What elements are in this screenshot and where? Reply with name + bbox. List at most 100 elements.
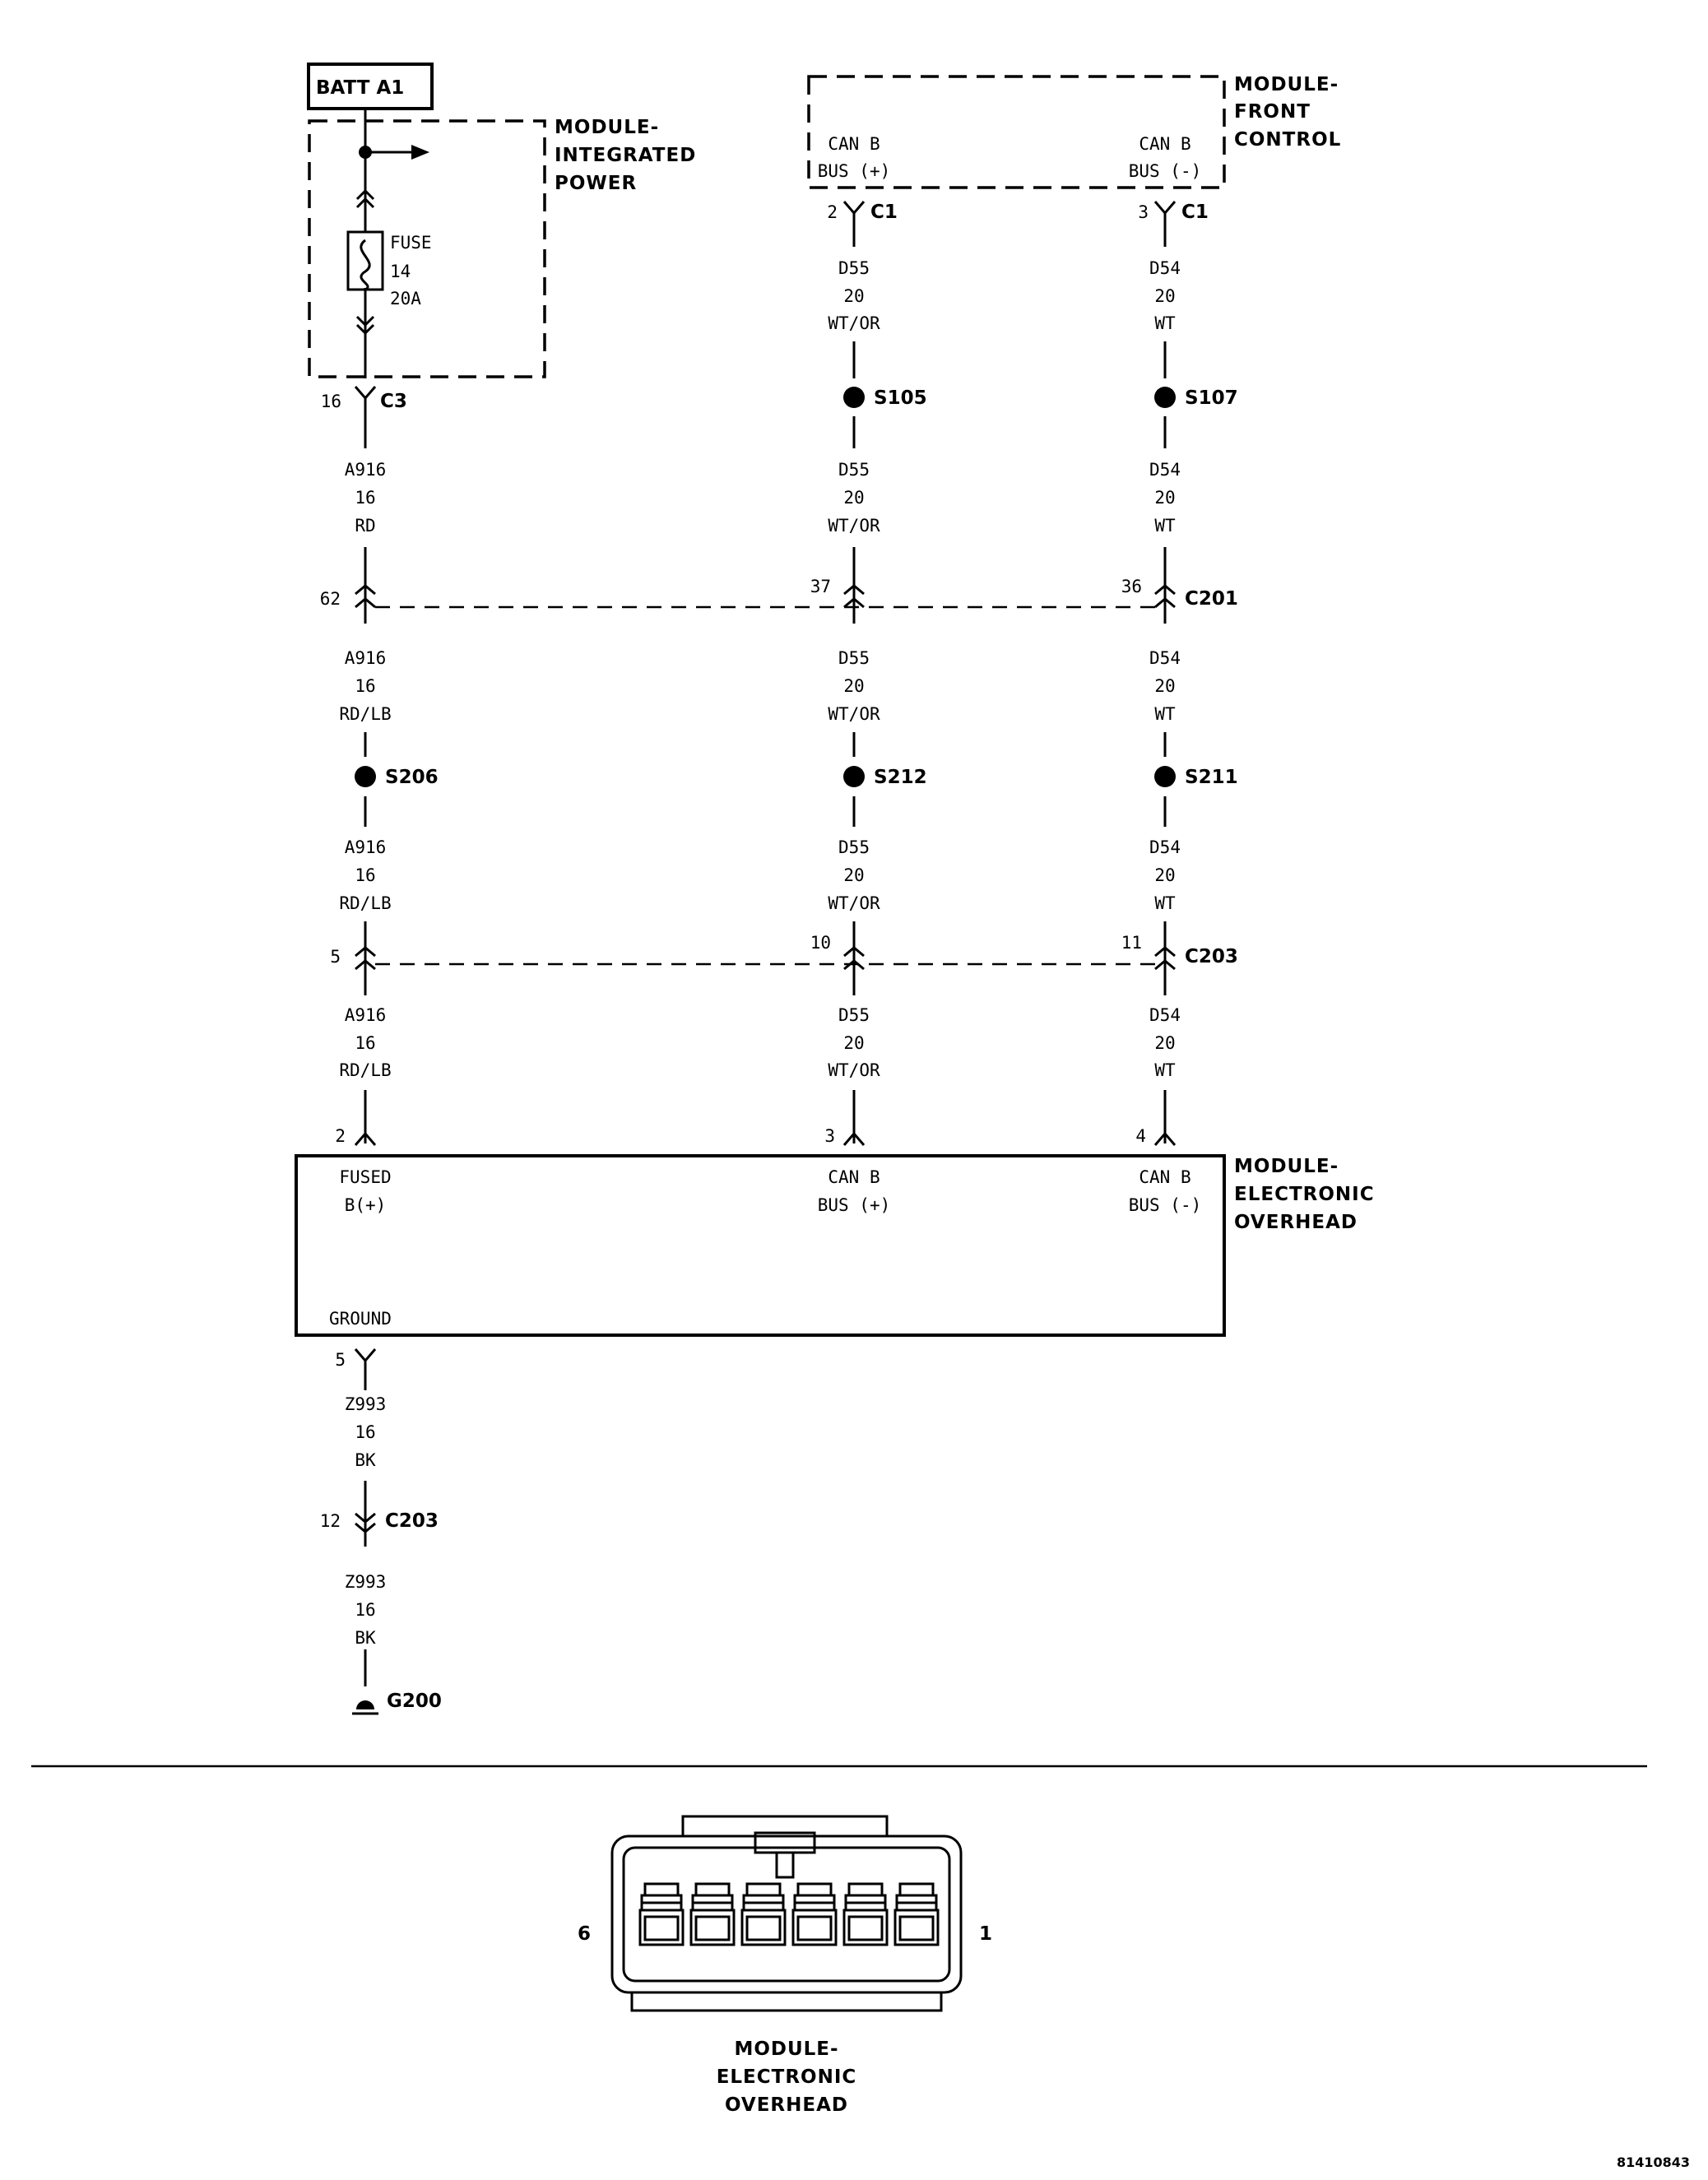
connector-terminal <box>689 1882 736 1946</box>
wire-d54-4-gauge: 20 <box>1154 865 1175 885</box>
ipm-label-1: MODULE- <box>555 117 659 138</box>
eom-can-b-2: BUS (-) <box>1129 1195 1202 1215</box>
eom-label-2: ELECTRONIC <box>1234 1184 1375 1205</box>
connector-terminal <box>893 1882 940 1946</box>
wire-d55-4-color: WT/OR <box>828 893 880 913</box>
eom-pin-b: 3 <box>824 1126 835 1146</box>
wire-d54-3-code: D54 <box>1149 648 1181 668</box>
c201-name: C201 <box>1185 588 1238 610</box>
eom-fused-2: B(+) <box>345 1195 387 1215</box>
wire-a916-2-gauge: 16 <box>355 676 375 696</box>
wire-d55-3-code: D55 <box>838 648 870 668</box>
splice-dot <box>1154 387 1176 408</box>
connector-terminal <box>638 1882 685 1946</box>
splice-s105: S105 <box>874 387 927 409</box>
fcm-label-3: CONTROL <box>1234 129 1341 151</box>
wire-a916-4-gauge: 16 <box>355 1033 375 1053</box>
wire-a916-3-code: A916 <box>345 837 387 857</box>
c201-pin-a: 62 <box>320 589 341 609</box>
c1-name-b: C1 <box>1181 202 1209 223</box>
wire-a916-3-gauge: 16 <box>355 865 375 885</box>
wire-d55-2-gauge: 20 <box>843 488 864 508</box>
splice-s206: S206 <box>385 767 439 788</box>
wire-d54-5-color: WT <box>1154 1060 1176 1080</box>
wire-a916-4-code: A916 <box>345 1005 387 1025</box>
c201-pin-c: 36 <box>1121 577 1142 596</box>
wire-d55-5-color: WT/OR <box>828 1060 880 1080</box>
wire-d55-1-gauge: 20 <box>843 286 864 306</box>
fcm-label-1: MODULE- <box>1234 74 1339 95</box>
wire-d54-3-gauge: 20 <box>1154 676 1175 696</box>
wire-d54-4-code: D54 <box>1149 837 1181 857</box>
wire-z993-1-gauge: 16 <box>355 1422 375 1442</box>
ipm-label-3: POWER <box>555 173 637 194</box>
wire-d54-3-color: WT <box>1154 704 1176 724</box>
connector-label-2: ELECTRONIC <box>717 2066 857 2088</box>
connector-face-view <box>610 1815 963 2012</box>
wire-d55-4-code: D55 <box>838 837 870 857</box>
wire-d54-2-gauge: 20 <box>1154 488 1175 508</box>
c1-pin-a: 2 <box>827 202 838 222</box>
eom-label-1: MODULE- <box>1234 1156 1339 1177</box>
c1-pin-b: 3 <box>1138 202 1149 222</box>
wire-d55-2-code: D55 <box>838 460 870 480</box>
eom-pin-c: 4 <box>1135 1126 1146 1146</box>
c1-name-a: C1 <box>870 202 898 223</box>
wire-d54-2-color: WT <box>1154 516 1176 536</box>
c201-pin-b: 37 <box>810 577 831 596</box>
wire-z993-2-color: BK <box>355 1628 376 1648</box>
fcm-pin-b-name2: BUS (-) <box>1129 161 1202 181</box>
wire-d55-1-code: D55 <box>838 258 870 278</box>
splice-dot <box>355 766 376 787</box>
ipm-label-2: INTEGRATED <box>555 145 696 166</box>
splice-s212: S212 <box>874 767 927 788</box>
eom-fused-1: FUSED <box>339 1167 391 1187</box>
wire-d54-1-gauge: 20 <box>1154 286 1175 306</box>
c203-top-pin-a: 5 <box>330 947 341 967</box>
wire-z993-2-code: Z993 <box>345 1572 387 1592</box>
batt-label: BATT A1 <box>316 77 404 99</box>
splice-dot <box>843 387 865 408</box>
wire-z993-1-code: Z993 <box>345 1394 387 1414</box>
eom-pin-a: 2 <box>335 1126 346 1146</box>
wire-a916-1-code: A916 <box>345 460 387 480</box>
fcm-pin-a-name1: CAN B <box>828 134 880 154</box>
wire-d54-5-gauge: 20 <box>1154 1033 1175 1053</box>
wire-d54-2-code: D54 <box>1149 460 1181 480</box>
eom-ground: GROUND <box>329 1309 392 1329</box>
ground-symbol <box>356 1700 374 1709</box>
eom-can-a-2: BUS (+) <box>818 1195 891 1215</box>
wire-z993-1-color: BK <box>355 1450 376 1470</box>
connector-terminal <box>842 1882 889 1946</box>
eom-can-a-1: CAN B <box>828 1167 880 1187</box>
fcm-label-2: FRONT <box>1234 101 1311 123</box>
fuse-rating: 20A <box>390 289 421 308</box>
c203-bottom-pin: 12 <box>320 1511 341 1531</box>
wire-a916-4-color: RD/LB <box>339 1060 391 1080</box>
wire-d55-3-color: WT/OR <box>828 704 880 724</box>
ground-pin: 5 <box>335 1350 346 1370</box>
fcm-pin-a-name2: BUS (+) <box>818 161 891 181</box>
wire-d54-4-color: WT <box>1154 893 1176 913</box>
splice-s211: S211 <box>1185 767 1238 788</box>
wire-a916-2-color: RD/LB <box>339 704 391 724</box>
connector-pin-left: 6 <box>578 1923 591 1945</box>
splice-dot <box>843 766 865 787</box>
c203-top-pin-c: 11 <box>1121 933 1142 953</box>
splice-dot <box>1154 766 1176 787</box>
connector-label-1: MODULE- <box>734 2039 838 2060</box>
wire-a916-3-color: RD/LB <box>339 893 391 913</box>
c3-pin: 16 <box>321 392 341 411</box>
eom-can-b-1: CAN B <box>1139 1167 1190 1187</box>
wire-a916-2-code: A916 <box>345 648 387 668</box>
eom-module-box <box>295 1154 1226 1337</box>
connector-terminal <box>791 1882 838 1946</box>
connector-terminal <box>740 1882 787 1946</box>
c203-top-pin-b: 10 <box>810 933 831 953</box>
wire-a916-1-color: RD <box>355 516 375 536</box>
ground-label: G200 <box>387 1691 442 1712</box>
connector-label-3: OVERHEAD <box>725 2094 848 2116</box>
wire-d55-5-gauge: 20 <box>843 1033 864 1053</box>
wire-d55-3-gauge: 20 <box>843 676 864 696</box>
